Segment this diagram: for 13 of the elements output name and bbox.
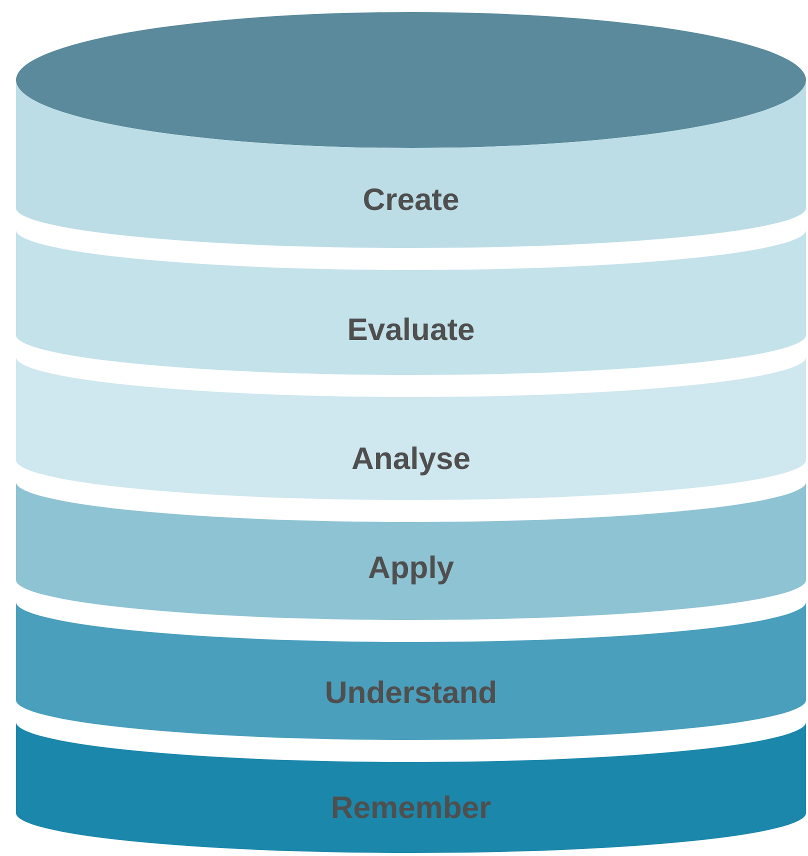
layer-label: Understand (324, 678, 498, 708)
layer-label: Evaluate (347, 315, 475, 345)
layer-band (16, 722, 806, 853)
layer-label: Create (362, 185, 460, 215)
layer-band (16, 80, 806, 248)
layer-band (16, 357, 806, 500)
layer-band (16, 602, 806, 740)
layer-label: Remember (330, 793, 492, 823)
layer-label: Apply (368, 553, 454, 583)
cylinder-top (16, 12, 806, 148)
layer-band (16, 230, 806, 375)
layer-band (16, 482, 806, 620)
layer-label: Analyse (352, 444, 470, 474)
